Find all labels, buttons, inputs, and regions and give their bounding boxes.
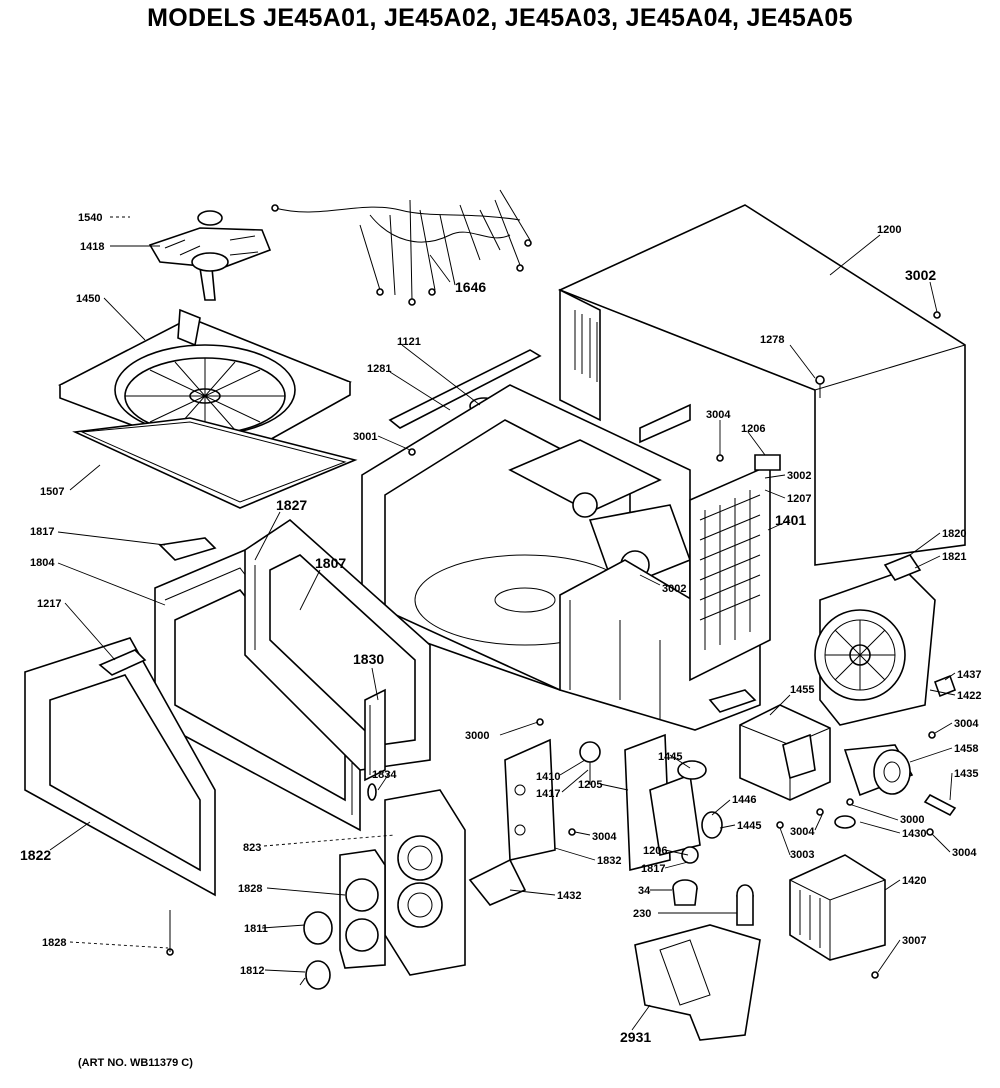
callout-3007: 3007 <box>902 935 926 947</box>
callout-1828-panel: 1828 <box>238 883 262 895</box>
door-latch-bar <box>364 688 386 801</box>
callout-1804: 1804 <box>30 557 55 569</box>
callout-1430: 1430 <box>902 828 926 840</box>
callout-1417: 1417 <box>536 788 560 800</box>
callout-3002-cavity: 3002 <box>662 583 686 595</box>
callout-3000-right: 3000 <box>900 814 924 826</box>
thermal-cutout <box>834 815 856 829</box>
transformer <box>708 689 831 801</box>
callout-1807: 1807 <box>315 555 346 571</box>
callout-1646: 1646 <box>455 279 486 295</box>
callout-1422: 1422 <box>957 690 981 702</box>
callout-3004-fan: 3004 <box>954 718 979 730</box>
callout-1450: 1450 <box>76 293 100 305</box>
callout-1458: 1458 <box>954 743 978 755</box>
callout-1540: 1540 <box>78 212 102 224</box>
diode <box>923 793 957 817</box>
callout-3004-mid: 3004 <box>592 831 617 843</box>
callout-1817-switch: 1817 <box>641 863 665 875</box>
capacitor <box>843 744 914 797</box>
callout-1827: 1827 <box>276 497 307 513</box>
callout-1207: 1207 <box>787 493 811 505</box>
callout-1418: 1418 <box>80 241 104 253</box>
callout-1435: 1435 <box>954 768 978 780</box>
callout-823: 823 <box>243 842 261 854</box>
callout-3003: 3003 <box>790 849 814 861</box>
callout-1410: 1410 <box>536 771 560 783</box>
control-dial-plate <box>339 849 386 969</box>
waveguide-duct <box>634 924 761 1041</box>
callout-1437: 1437 <box>957 669 981 681</box>
callout-labels: 1540 1418 1450 1507 1646 1121 1281 3001 … <box>20 212 981 1045</box>
callout-1206: 1206 <box>741 423 765 435</box>
callout-3002-mid: 3002 <box>787 470 811 482</box>
oven-cavity <box>361 384 781 731</box>
callout-1817: 1817 <box>30 526 54 538</box>
callout-1200: 1200 <box>877 224 901 236</box>
callout-1834: 1834 <box>372 769 397 781</box>
callout-1830: 1830 <box>353 651 384 667</box>
callout-3000-left: 3000 <box>465 730 489 742</box>
fuse-holder <box>579 741 601 785</box>
stirrer-blade <box>148 210 272 301</box>
wire-harness <box>271 189 532 306</box>
callout-1432: 1432 <box>557 890 581 902</box>
callout-1821: 1821 <box>942 551 966 563</box>
art-number-note: (ART NO. WB11379 C) <box>78 1057 193 1069</box>
interlock-switch <box>468 858 527 906</box>
callout-230: 230 <box>633 908 651 920</box>
leader-lines <box>49 216 956 1031</box>
timer-bracket <box>504 738 556 861</box>
callout-1205: 1205 <box>578 779 602 791</box>
callout-1455: 1455 <box>790 684 814 696</box>
control-knobs <box>299 911 333 990</box>
callout-1401: 1401 <box>775 512 806 528</box>
callout-1820: 1820 <box>942 528 966 540</box>
callout-1828-screw: 1828 <box>42 937 66 949</box>
callout-1217: 1217 <box>37 598 61 610</box>
fan-motor-assembly <box>814 554 957 726</box>
callout-1206-switch: 1206 <box>643 845 667 857</box>
callout-3004-lower: 3004 <box>790 826 815 838</box>
callout-3004-top: 3004 <box>706 409 731 421</box>
door-latch-spring <box>98 537 217 676</box>
callout-1507: 1507 <box>40 486 64 498</box>
callout-1121: 1121 <box>397 336 421 348</box>
callout-2931: 2931 <box>620 1029 651 1045</box>
callout-1822: 1822 <box>20 847 51 863</box>
callout-1811: 1811 <box>244 923 268 935</box>
callout-1281: 1281 <box>367 363 391 375</box>
relay-and-lamp <box>672 879 754 926</box>
outer-case <box>557 204 966 566</box>
cover-gasket <box>72 417 358 509</box>
callout-1445-top: 1445 <box>658 751 682 763</box>
screws <box>166 311 941 979</box>
callout-1812: 1812 <box>240 965 264 977</box>
callout-1445-right: 1445 <box>737 820 761 832</box>
control-panel-frame <box>384 789 466 976</box>
callout-1420: 1420 <box>902 875 926 887</box>
switch-assembly <box>624 733 723 872</box>
callout-3004-right: 3004 <box>952 847 977 859</box>
callout-3002-top: 3002 <box>905 267 936 283</box>
callout-1446: 1446 <box>732 794 756 806</box>
callout-34: 34 <box>638 885 651 897</box>
door-outer-panel <box>24 637 216 897</box>
callout-1278: 1278 <box>760 334 784 346</box>
callout-1832: 1832 <box>597 855 621 867</box>
magnetron <box>789 854 886 961</box>
page-title: MODELS JE45A01, JE45A02, JE45A03, JE45A0… <box>147 4 853 32</box>
callout-3001: 3001 <box>353 431 377 443</box>
